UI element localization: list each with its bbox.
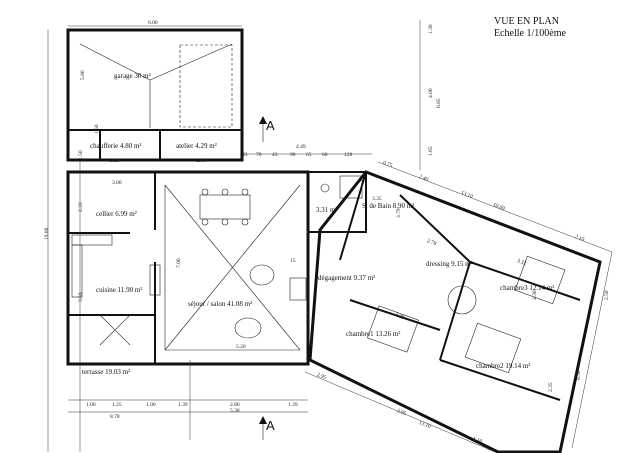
toilet	[320, 183, 330, 193]
dim-line-bottom	[304, 371, 496, 453]
dim-text: 3.35	[372, 196, 382, 202]
dim-text: 3.20	[110, 158, 120, 164]
dim-text: 2.60	[196, 158, 206, 164]
room-label: chambre3 12.14 m²	[500, 284, 555, 292]
section-mark-top: A	[266, 118, 275, 133]
bed-chambre1	[367, 305, 419, 353]
room-label: cellier 6.99 m²	[96, 210, 137, 218]
room-label: 3.31 m²	[316, 206, 338, 214]
chair	[241, 188, 249, 196]
wing-wall	[339, 171, 367, 261]
wc-block	[307, 171, 367, 233]
dim-text: 3.00	[112, 180, 122, 186]
chambre3-wall	[469, 261, 581, 301]
dim-text: 2.33	[78, 202, 84, 212]
sejour-diag	[164, 184, 301, 351]
chair	[221, 218, 229, 226]
dim-text: 65	[306, 152, 312, 158]
section-arrow-head	[259, 416, 267, 424]
chair	[201, 188, 209, 196]
fireplace	[289, 277, 307, 301]
terrace-diag	[99, 314, 131, 346]
dim-text: 8.50	[576, 370, 582, 380]
room-label: terrasse 19.03 m²	[82, 368, 131, 376]
dressing-wall	[399, 194, 471, 263]
dim-text: 1.00	[146, 402, 156, 408]
dim-text: 1.50	[94, 124, 100, 134]
car-outline	[179, 44, 233, 128]
dim-text: 15	[290, 258, 296, 264]
dim-line-right	[571, 251, 613, 449]
dim-text: 1.50	[78, 150, 84, 160]
dim-text: 5.38	[230, 408, 240, 414]
room-label: cuisine 11.90 m²	[96, 286, 143, 294]
room-label: garage 30 m²	[114, 72, 151, 80]
bedroom-wing-outline	[308, 170, 602, 453]
dim-text: 70	[256, 152, 262, 158]
chambre2-wall	[439, 359, 561, 401]
chambre1-wall	[349, 299, 441, 331]
dim-text: 128	[344, 152, 353, 158]
room-label: chaufferie 4.80 m²	[90, 142, 142, 150]
counter	[149, 264, 161, 296]
armchair	[249, 264, 275, 286]
room-label: dressing 9.15 m²	[426, 260, 473, 268]
dim-text: 1.25	[112, 402, 122, 408]
dim-text: 60	[322, 152, 328, 158]
room-label: chambre1 13.26 m²	[346, 330, 401, 338]
dim-text: 1.39	[178, 402, 188, 408]
dim-text: 19.00	[44, 227, 50, 240]
counter	[71, 244, 83, 298]
dim-text: 2.80	[230, 402, 240, 408]
chair	[241, 218, 249, 226]
plan-scale: Echelle 1/100ème	[494, 28, 566, 39]
dim-text: 43	[272, 152, 278, 158]
bed-chambre2	[464, 322, 522, 374]
chair	[221, 188, 229, 196]
section-arrow-head	[259, 116, 267, 124]
bed-chambre3	[514, 255, 566, 305]
dim-text: 90	[290, 152, 296, 158]
dim-text: 4.30	[532, 290, 538, 300]
room-label: atelier 4.29 m²	[176, 142, 217, 150]
dim-text: 5.20	[236, 344, 246, 350]
dim-text: 4.00	[428, 88, 434, 98]
section-mark-bottom: A	[266, 418, 275, 433]
hall-circle	[447, 285, 477, 315]
dim-text: 1.00	[86, 402, 96, 408]
chair	[201, 218, 209, 226]
armchair	[234, 317, 262, 339]
dim-text: 8.78	[110, 414, 120, 420]
room-label: chambre2 19.14 m²	[476, 362, 531, 370]
dim-text: 2.50	[604, 290, 610, 300]
dim-text: 2.35	[548, 382, 554, 392]
dim-line-top	[377, 161, 613, 253]
garage-outline	[66, 28, 244, 162]
room-label: dégagement 9.37 m²	[318, 274, 376, 282]
dim-text: 1.39	[288, 402, 298, 408]
dim-text: 4.49	[296, 144, 306, 150]
dim-text: 5.86	[80, 70, 86, 80]
dim-text: 7.00	[176, 258, 182, 268]
plan-title: VUE EN PLAN	[494, 16, 559, 27]
house-outline	[66, 170, 310, 366]
center-wall	[439, 261, 471, 361]
dim-text: 43	[242, 152, 248, 158]
room-label: séjour / salon 41.08 m²	[188, 300, 253, 308]
garage-diag	[79, 43, 151, 81]
room-label: S. de Bain 8.90 m²	[362, 202, 415, 210]
dining-table	[199, 194, 251, 220]
dim-text: 3.59	[78, 292, 84, 302]
dim-text: 6.00	[148, 20, 158, 26]
dim-text: 3.79	[396, 208, 402, 218]
dim-text: 1.65	[428, 146, 434, 156]
garage-diag	[149, 43, 233, 81]
dim-text: 6.85	[436, 98, 442, 108]
counter	[71, 234, 113, 246]
dim-text: 1.30	[428, 24, 434, 34]
